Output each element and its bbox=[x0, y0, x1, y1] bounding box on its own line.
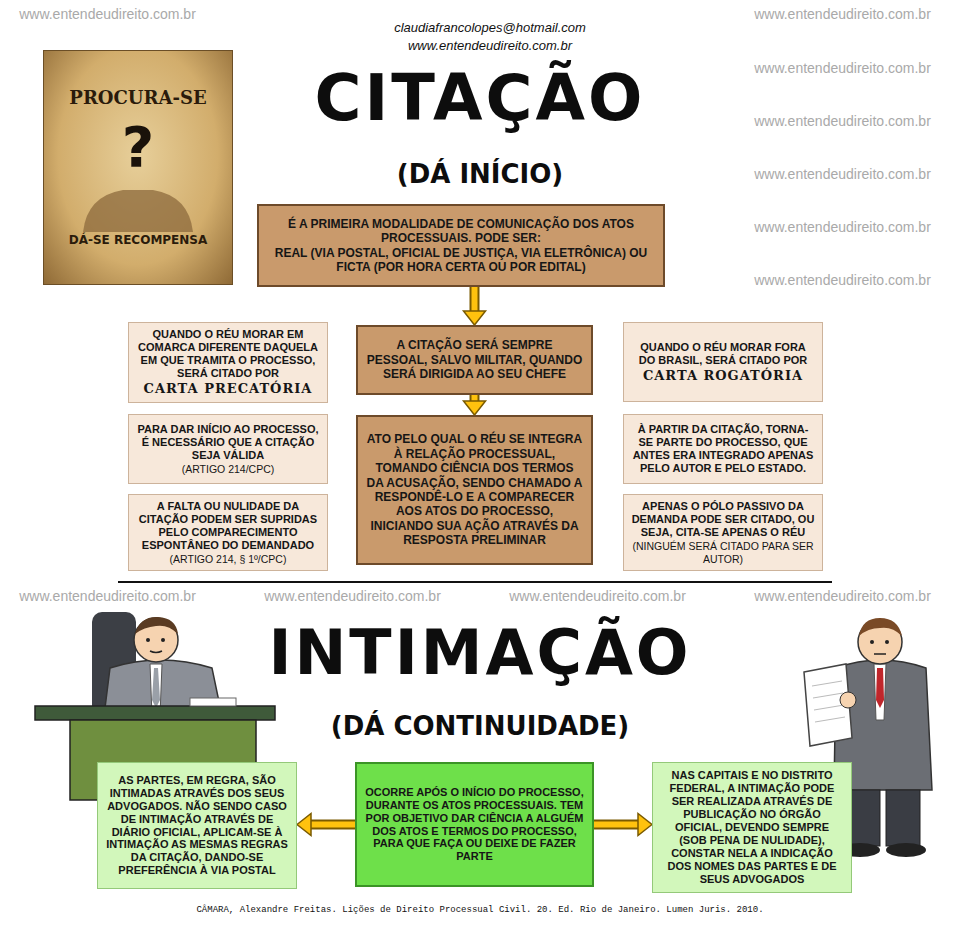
watermark: www.entendeudireito.com.br bbox=[740, 60, 945, 76]
box-subtext: CARTA ROGATÓRIA bbox=[631, 369, 815, 384]
box-subtext: ? bbox=[50, 118, 226, 177]
arrow-head bbox=[638, 814, 652, 836]
box-text: À PARTIR DA CITAÇÃO, TORNA-SE PARTE DO P… bbox=[631, 423, 815, 475]
box-text: É A PRIMEIRA MODALIDADE DE COMUNICAÇÃO D… bbox=[267, 217, 655, 246]
box-text: NAS CAPITAIS E NO DISTRITO FEDERAL, A IN… bbox=[660, 769, 844, 886]
main-title: CITAÇÃO bbox=[180, 66, 780, 130]
note-box: NAS CAPITAIS E NO DISTRITO FEDERAL, A IN… bbox=[652, 762, 852, 893]
block-arrow bbox=[464, 287, 486, 325]
watermark: www.entendeudireito.com.br bbox=[250, 588, 455, 604]
divider-line-part bbox=[118, 581, 832, 583]
header-site: www.entendeudireito.com.br bbox=[380, 38, 600, 54]
arrow-head bbox=[464, 401, 486, 415]
box-subtext: REAL (VIA POSTAL, OFICIAL DE JUSTIÇA, VI… bbox=[267, 246, 655, 275]
box-subtext: (ARTIGO 214, § 1º/CPC) bbox=[136, 553, 320, 566]
box-text: AS PARTES, EM REGRA, SÃO INTIMADAS ATRAV… bbox=[105, 774, 289, 878]
note-box: A FALTA OU NULIDADE DA CITAÇÃO PODEM SER… bbox=[128, 494, 328, 571]
note-box: QUANDO O RÉU MORAR EM COMARCA DIFERENTE … bbox=[128, 322, 328, 403]
seated-man-part bbox=[161, 638, 165, 642]
process-box: OCORRE APÓS O INÍCIO DO PROCESSO, DURANT… bbox=[355, 762, 594, 887]
standing-man-part bbox=[886, 843, 926, 857]
box-subtext: (NINGUÉM SERÁ CITADO PARA SER AUTOR) bbox=[631, 540, 815, 565]
box-text: PARA DAR INÍCIO AO PROCESSO, É NECESSÁRI… bbox=[136, 423, 320, 462]
standing-man-part bbox=[870, 640, 874, 644]
watermark: www.entendeudireito.com.br bbox=[740, 113, 945, 129]
arrow-head bbox=[297, 814, 311, 836]
standing-man-part bbox=[876, 668, 884, 708]
standing-man-part bbox=[859, 618, 902, 636]
seated-man-part bbox=[135, 617, 178, 634]
watermark: www.entendeudireito.com.br bbox=[740, 6, 945, 22]
note-box: PARA DAR INÍCIO AO PROCESSO, É NECESSÁRI… bbox=[128, 414, 328, 484]
note-box: À PARTIR DA CITAÇÃO, TORNA-SE PARTE DO P… bbox=[623, 414, 823, 484]
box-text: OCORRE APÓS O INÍCIO DO PROCESSO, DURANT… bbox=[365, 786, 584, 864]
arrow-outline bbox=[470, 287, 480, 312]
wanted-poster: PROCURA-SE? DÁ-SE RECOMPENSA bbox=[43, 50, 233, 285]
arrow-head bbox=[464, 311, 486, 325]
standing-man-part bbox=[874, 653, 886, 655]
standing-man-part bbox=[885, 640, 889, 644]
arrow-shaft bbox=[594, 822, 639, 828]
process-box: A CITAÇÃO SERÁ SEMPRE PESSOAL, SALVO MIL… bbox=[356, 325, 593, 395]
block-arrow bbox=[297, 814, 355, 836]
watermark: www.entendeudireito.com.br bbox=[5, 6, 210, 22]
box-text: QUANDO O RÉU MORAR FORA DO BRASIL, SERÁ … bbox=[631, 341, 815, 367]
watermark: www.entendeudireito.com.br bbox=[740, 272, 945, 288]
seated-man-part bbox=[152, 668, 160, 708]
arrow-shaft bbox=[472, 287, 478, 312]
box-text: A FALTA OU NULIDADE DA CITAÇÃO PODEM SER… bbox=[136, 500, 320, 552]
standing-man-part bbox=[874, 664, 886, 720]
watermark: www.entendeudireito.com.br bbox=[740, 219, 945, 235]
standing-man-part bbox=[840, 692, 856, 708]
arrow-outline bbox=[310, 820, 355, 830]
box-text: ATO PELO QUAL O RÉU SE INTEGRA À RELAÇÃO… bbox=[366, 432, 583, 547]
box-subtext: DÁ-SE RECOMPENSA bbox=[50, 233, 226, 247]
process-box: ATO PELO QUAL O RÉU SE INTEGRA À RELAÇÃO… bbox=[356, 415, 593, 565]
note-box: APENAS O PÓLO PASSIVO DA DEMANDA PODE SE… bbox=[623, 494, 823, 571]
box-subtext: (ARTIGO 214/CPC) bbox=[136, 463, 320, 476]
definition-box: É A PRIMEIRA MODALIDADE DE COMUNICAÇÃO D… bbox=[257, 204, 665, 287]
box-text: QUANDO O RÉU MORAR EM COMARCA DIFERENTE … bbox=[136, 328, 320, 380]
arrow-shaft bbox=[310, 822, 355, 828]
box-text: APENAS O PÓLO PASSIVO DA DEMANDA PODE SE… bbox=[631, 500, 815, 539]
watermark: www.entendeudireito.com.br bbox=[5, 588, 210, 604]
standing-man-part bbox=[886, 790, 920, 846]
box-text: A CITAÇÃO SERÁ SEMPRE PESSOAL, SALVO MIL… bbox=[366, 338, 583, 381]
block-arrow bbox=[594, 814, 652, 836]
watermark: www.entendeudireito.com.br bbox=[740, 588, 945, 604]
box-subtext: CARTA PRECATÓRIA bbox=[136, 382, 320, 397]
subtitle: (DÁ INÍCIO) bbox=[330, 160, 630, 189]
block-arrow bbox=[464, 395, 486, 415]
seated-man-part bbox=[150, 651, 162, 653]
reference-caption: CÂMARA, Alexandre Freitas. Lições de Dir… bbox=[80, 905, 880, 915]
section-title: INTIMAÇÃO bbox=[180, 622, 780, 684]
note-box: AS PARTES, EM REGRA, SÃO INTIMADAS ATRAV… bbox=[97, 762, 297, 889]
note-box: QUANDO O RÉU MORAR FORA DO BRASIL, SERÁ … bbox=[623, 322, 823, 402]
seated-man-part bbox=[146, 638, 150, 642]
watermark: www.entendeudireito.com.br bbox=[740, 166, 945, 182]
silhouette-shoulders bbox=[83, 190, 193, 232]
header-email: claudiafrancolopes@hotmail.com bbox=[380, 20, 600, 36]
seated-man-part bbox=[190, 698, 236, 706]
watermark: www.entendeudireito.com.br bbox=[495, 588, 700, 604]
seated-man-part bbox=[35, 706, 275, 720]
arrow-outline bbox=[594, 820, 639, 830]
divider-line bbox=[118, 582, 832, 583]
box-text: PROCURA-SE bbox=[50, 87, 226, 108]
subtitle: (DÁ CONTINUIDADE) bbox=[280, 712, 680, 741]
